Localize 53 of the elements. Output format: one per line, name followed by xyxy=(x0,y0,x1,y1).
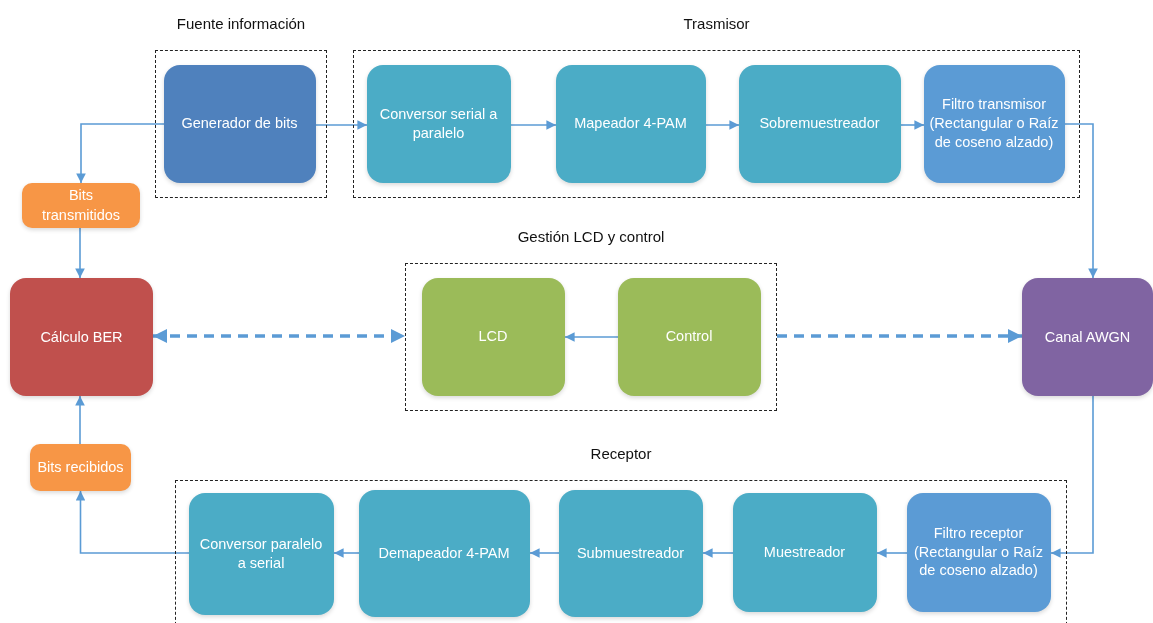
arrow xyxy=(564,332,619,342)
data-label-box xyxy=(30,444,131,491)
process-box xyxy=(617,277,761,396)
process-box xyxy=(358,489,530,617)
process-box xyxy=(163,64,316,183)
arrow xyxy=(529,548,560,558)
box-label: Control xyxy=(664,327,714,346)
process-box xyxy=(10,278,153,396)
arrow xyxy=(75,227,85,279)
box-label: Mapeador 4-PAM xyxy=(573,114,688,133)
process-box xyxy=(906,492,1051,612)
group-title: Trasmisor xyxy=(683,15,750,32)
arrow xyxy=(75,395,85,445)
process-box xyxy=(421,277,565,396)
arrow xyxy=(705,120,740,130)
arrow xyxy=(900,120,925,130)
box-label: Generador de bits xyxy=(180,114,299,133)
arrow xyxy=(702,548,734,558)
box-label: Cálculo BER xyxy=(39,327,124,347)
process-box xyxy=(923,64,1065,183)
arrow xyxy=(315,120,368,130)
process-box xyxy=(188,492,334,615)
process-box xyxy=(732,492,877,612)
group-title: Gestión LCD y control xyxy=(517,228,665,245)
box-label: Muestreador xyxy=(762,542,847,562)
box-label: Demapeador 4-PAM xyxy=(377,543,511,563)
box-label: Conversor paralelo a serial xyxy=(198,534,324,573)
process-box xyxy=(1022,278,1153,396)
data-label-box xyxy=(22,183,140,228)
box-label: Bits transmitidos xyxy=(40,185,122,225)
arrow xyxy=(75,490,190,554)
group-title: Receptor xyxy=(590,445,652,462)
process-box xyxy=(555,64,706,183)
group-title: Fuente información xyxy=(176,15,306,32)
dashed-arrow xyxy=(777,329,1022,343)
dashed-arrow xyxy=(153,329,405,343)
arrow xyxy=(876,548,908,558)
arrow xyxy=(1064,123,1098,279)
box-label: LCD xyxy=(477,327,509,346)
box-label: Conversor serial a paralelo xyxy=(378,104,499,143)
arrow xyxy=(333,548,360,558)
process-box xyxy=(738,64,901,183)
box-label: Submuestreador xyxy=(575,543,686,563)
arrow xyxy=(76,123,165,184)
box-label: Sobremuestreador xyxy=(758,114,881,133)
box-label: Filtro receptor (Rectangular o Raíz de coseno alzado) xyxy=(913,523,1044,581)
arrow xyxy=(1050,395,1094,558)
arrow xyxy=(510,120,557,130)
box-label: Canal AWGN xyxy=(1043,327,1132,347)
process-box xyxy=(558,489,703,617)
process-box xyxy=(366,64,511,183)
box-label: Bits recibidos xyxy=(36,457,125,477)
box-label: Filtro transmisor (Rectangular o Raíz de coseno alzado) xyxy=(928,95,1060,152)
